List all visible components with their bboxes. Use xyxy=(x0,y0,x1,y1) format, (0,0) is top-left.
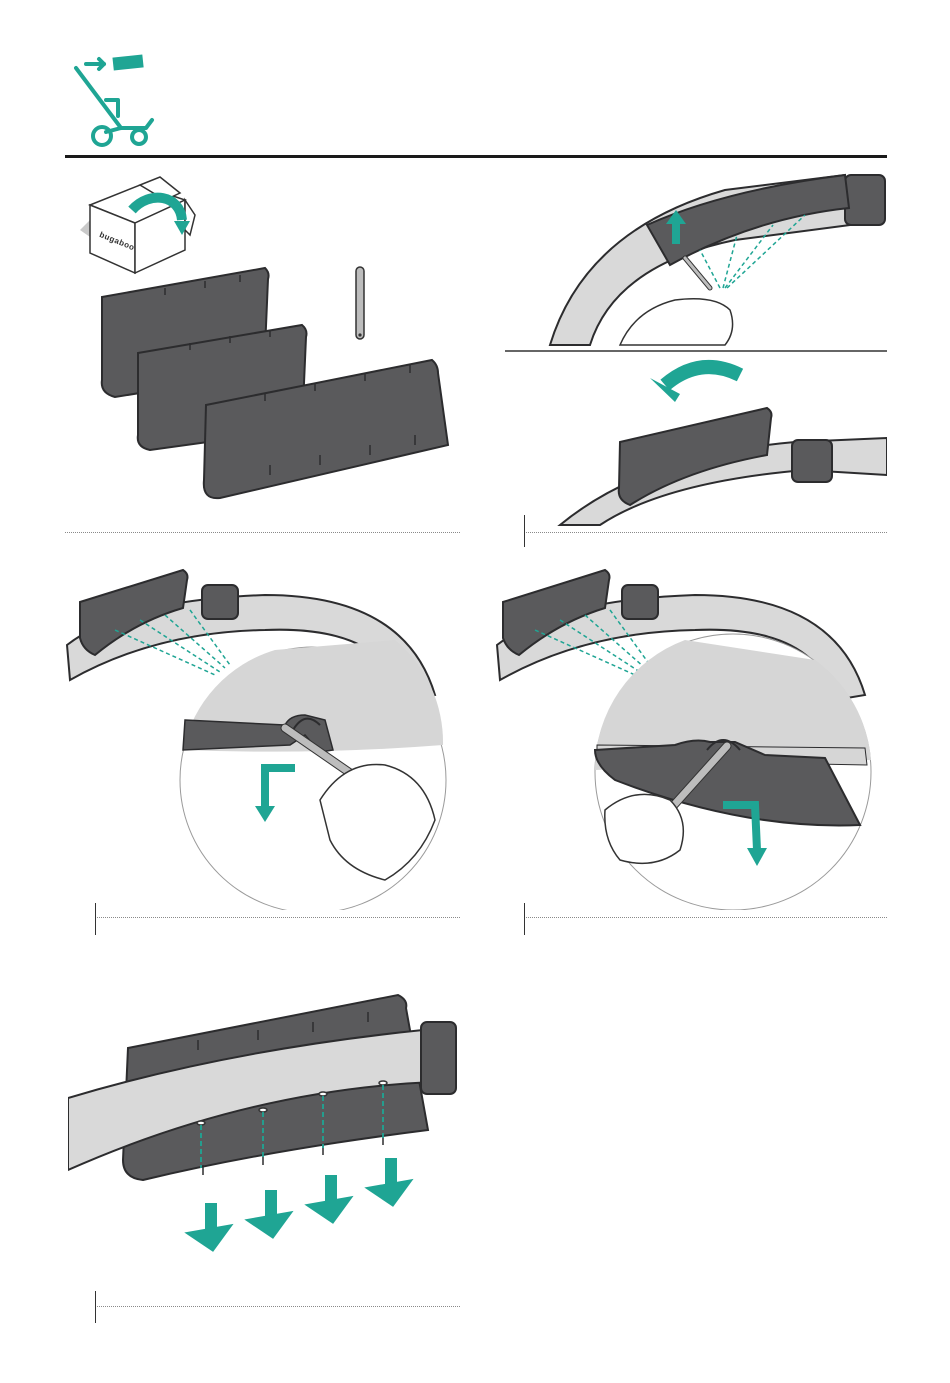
step-unpack: bugaboo xyxy=(70,175,470,515)
zoom-circle-left xyxy=(180,640,446,910)
zoom-circle-right xyxy=(595,634,871,910)
step-detach-right xyxy=(495,560,887,910)
step-detach-left xyxy=(65,560,465,910)
lift-view xyxy=(550,175,885,345)
arrow-down-icon xyxy=(184,1158,417,1256)
open-box-icon: bugaboo xyxy=(80,177,195,273)
header-divider xyxy=(65,155,887,158)
divider-step-3 xyxy=(97,917,460,918)
replacement-pads xyxy=(102,268,448,498)
stroller-bumper-bar-icon xyxy=(66,50,166,150)
divider-step-5 xyxy=(97,1306,460,1307)
step-attach-new xyxy=(68,990,458,1260)
step-remove-cover xyxy=(505,170,887,530)
divider-step-2 xyxy=(526,532,887,533)
divider-step-1 xyxy=(65,532,460,533)
tool-rod xyxy=(356,267,364,339)
rotate-arrow-icon xyxy=(650,367,740,402)
rotate-view xyxy=(560,367,887,525)
divider-step-4 xyxy=(526,917,887,918)
